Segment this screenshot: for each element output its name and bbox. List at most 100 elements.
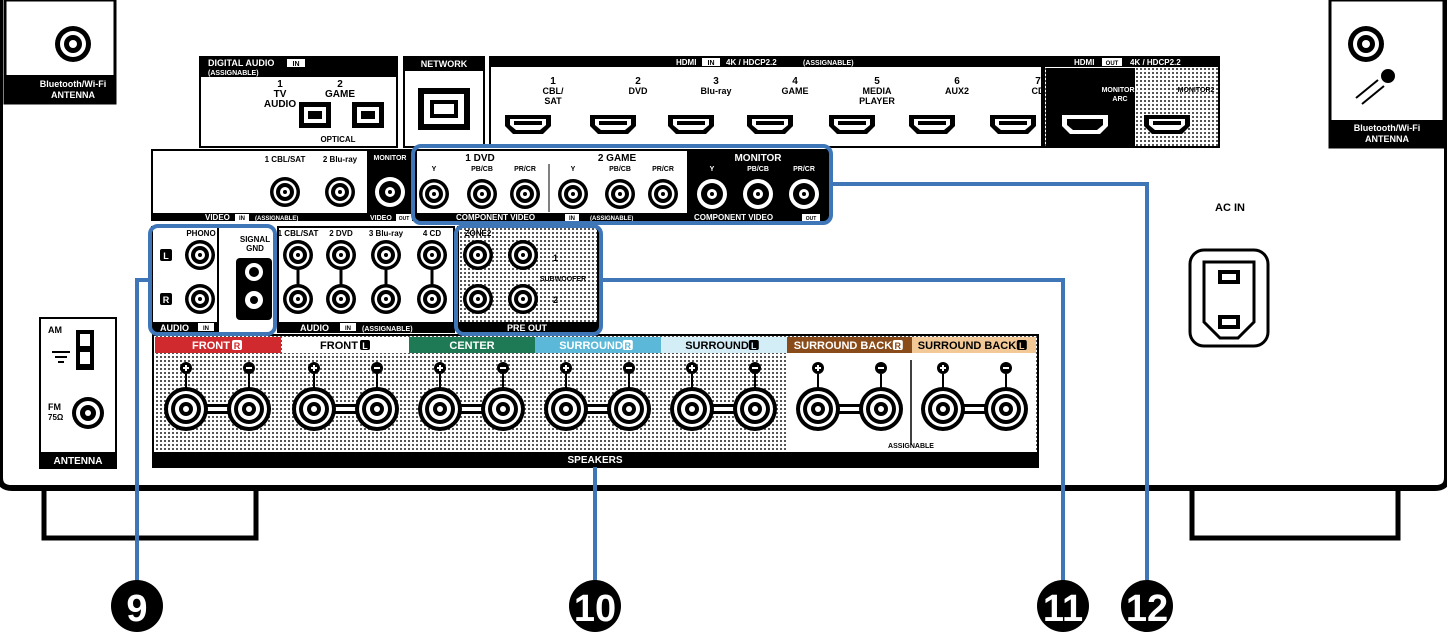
zone2-left-jack[interactable] [463, 240, 493, 270]
audio-in-label: 3 Blu-ray [369, 229, 404, 238]
optical-port-2[interactable] [352, 102, 384, 128]
video-in-1-jack[interactable] [270, 177, 300, 207]
bt-wifi-antenna-right[interactable]: Bluetooth/Wi-Fi ANTENNA [1328, 0, 1446, 149]
speaker-terminal-7-positive[interactable] [921, 387, 965, 431]
component-monitor-pb-jack[interactable] [743, 179, 773, 209]
callout-overlays [135, 144, 1149, 582]
svg-text:4K / HDCP2.2: 4K / HDCP2.2 [1130, 58, 1181, 67]
svg-text:OUT: OUT [399, 216, 410, 222]
audio-in-4-left-jack[interactable] [417, 240, 447, 270]
callout-9-line [135, 278, 150, 582]
component-in-1-pr-jack[interactable] [510, 179, 540, 209]
signal-ground-terminal[interactable] [236, 258, 272, 320]
hdmi-in-port-sublabel: SAT [544, 96, 562, 106]
speaker-terminal-5-positive[interactable] [670, 387, 714, 431]
phono-left-jack[interactable] [185, 240, 215, 270]
video-monitor-out-jack[interactable] [375, 177, 405, 207]
am-terminal[interactable] [52, 330, 94, 370]
speaker-channel-badge: R [234, 341, 241, 351]
left-foot [41, 488, 259, 541]
callout-number: 10 [574, 588, 616, 630]
hdmi-out-monitor1-port[interactable] [1062, 115, 1108, 134]
network-header: NETWORK [421, 59, 468, 69]
speaker-terminal-1-negative[interactable] [227, 387, 271, 431]
speaker-terminal-6-negative[interactable] [859, 387, 903, 431]
svg-text:2: 2 [553, 295, 558, 305]
speaker-terminal-7-negative[interactable] [984, 387, 1028, 431]
svg-text:SUBWOOFER: SUBWOOFER [540, 276, 586, 283]
component-in-2-pb-jack[interactable] [605, 179, 635, 209]
speaker-group-label: SURROUND BACK [794, 340, 892, 352]
component-jack-label: Y [710, 166, 715, 173]
audio-in-4-right-jack[interactable] [417, 284, 447, 314]
audio-in-1-right-jack[interactable] [283, 284, 313, 314]
right-foot [1189, 488, 1401, 541]
svg-text:IN: IN [239, 216, 245, 222]
subwoofer-2-jack[interactable] [508, 284, 538, 314]
hdmi-in-port-3[interactable] [668, 115, 714, 134]
component-jack-label: Y [432, 166, 437, 173]
audio-in-2-left-jack[interactable] [326, 240, 356, 270]
speaker-terminal-3-positive[interactable] [418, 387, 462, 431]
svg-text:VIDEO: VIDEO [370, 215, 392, 222]
svg-text:MONITOR2: MONITOR2 [1178, 87, 1215, 94]
video-in-2-jack[interactable] [325, 177, 355, 207]
speaker-terminal-1-positive[interactable] [164, 387, 208, 431]
audio-in-3-right-jack[interactable] [371, 284, 401, 314]
svg-text:1 CBL/SAT: 1 CBL/SAT [265, 155, 306, 164]
fm-antenna-jack[interactable] [72, 397, 104, 429]
ac-power-inlet[interactable] [1188, 248, 1270, 348]
audio-in-3-left-jack[interactable] [371, 240, 401, 270]
svg-text:SPEAKERS: SPEAKERS [567, 455, 622, 466]
ethernet-port[interactable] [418, 88, 470, 130]
hdmi-in-port-label: Blu-ray [700, 86, 731, 96]
ac-in-label: AC IN [1215, 202, 1245, 214]
component-in-1-y-jack[interactable] [419, 179, 449, 209]
component-in-1-pb-jack[interactable] [467, 179, 497, 209]
callout-12-line [831, 182, 1149, 582]
speaker-terminal-4-negative[interactable] [607, 387, 651, 431]
hdmi-in-port-4[interactable] [747, 115, 793, 134]
speaker-channel-badge: R [895, 341, 902, 351]
speaker-terminal-6-positive[interactable] [796, 387, 840, 431]
hdmi-in-port-6[interactable] [909, 115, 955, 134]
audio-in-2-right-jack[interactable] [326, 284, 356, 314]
bt-wifi-antenna-left[interactable]: Bluetooth/Wi-Fi ANTENNA [3, 0, 117, 105]
speaker-group-label: SURROUND [559, 340, 623, 352]
speaker-terminal-2-negative[interactable] [355, 387, 399, 431]
antenna-right-label: Bluetooth/Wi-Fi [1354, 123, 1420, 133]
svg-text:MONITOR: MONITOR [734, 153, 782, 164]
hdmi-in-header: HDMI [676, 58, 696, 67]
component-jack-label: PB/CB [471, 166, 493, 173]
speaker-group-header [912, 337, 1036, 353]
svg-text:OUT: OUT [1106, 61, 1119, 67]
svg-text:1: 1 [277, 79, 283, 90]
zone2-right-jack[interactable] [463, 284, 493, 314]
subwoofer-1-jack[interactable] [508, 240, 538, 270]
audio-in-1-left-jack[interactable] [283, 240, 313, 270]
hdmi-out-monitor2-port[interactable] [1144, 115, 1190, 134]
svg-text:R: R [163, 295, 170, 305]
hdmi-in-port-5[interactable] [829, 115, 875, 134]
svg-text:2 Blu-ray: 2 Blu-ray [323, 155, 358, 164]
speaker-terminal-5-negative[interactable] [733, 387, 777, 431]
antenna-right-sublabel: ANTENNA [1365, 134, 1409, 144]
audio-in-label: 4 CD [423, 229, 441, 238]
speaker-terminal-3-negative[interactable] [481, 387, 525, 431]
component-monitor-pr-jack[interactable] [789, 179, 819, 209]
speaker-terminal-2-positive[interactable] [292, 387, 336, 431]
callout-12-badge [1121, 580, 1173, 632]
svg-text:VIDEO: VIDEO [205, 213, 230, 222]
callout-number: 9 [126, 588, 147, 630]
optical-port-1[interactable] [299, 102, 331, 128]
component-in-2-pr-jack[interactable] [648, 179, 678, 209]
hdmi-in-port-1[interactable] [505, 115, 551, 134]
component-in-2-y-jack[interactable] [558, 179, 588, 209]
hdmi-in-port-7[interactable] [990, 115, 1036, 134]
phono-right-jack[interactable] [185, 284, 215, 314]
speaker-terminal-4-positive[interactable] [544, 387, 588, 431]
hdmi-in-port-2[interactable] [590, 115, 636, 134]
component-monitor-y-jack[interactable] [697, 179, 727, 209]
